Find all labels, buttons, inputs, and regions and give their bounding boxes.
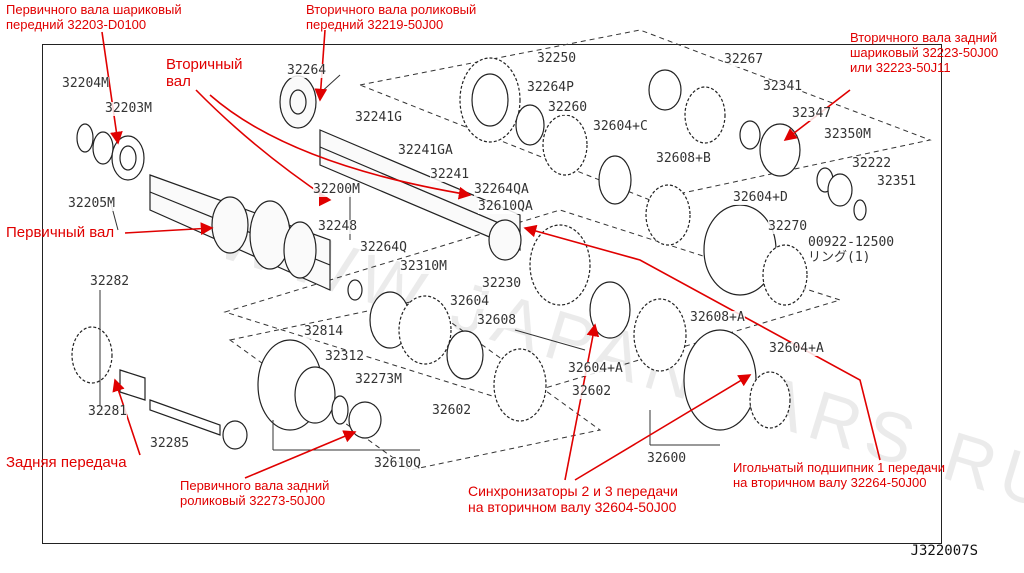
part-32282: 32282 <box>90 274 130 289</box>
part-32270: 32270 <box>768 219 808 234</box>
annotation-input-shaft: Первичный вал <box>6 224 115 241</box>
annotation-output-shaft: Вторичный вал <box>166 56 243 90</box>
part-32341: 32341 <box>763 79 803 94</box>
part-32250: 32250 <box>537 51 577 66</box>
diagram-border <box>42 44 942 544</box>
part-32608: 32608 <box>477 313 517 328</box>
part-32241: 32241 <box>430 167 470 182</box>
annotation-input-front-bearing: Первичного вала шариковый передний 32203… <box>6 2 182 32</box>
part-32610Q: 32610Q <box>374 456 421 471</box>
part-32312: 32312 <box>325 349 365 364</box>
part-32222: 32222 <box>852 156 892 171</box>
annotation-synchronizers: Синхронизаторы 2 и 3 передачи на вторичн… <box>468 483 678 515</box>
diagram-code: J322007S <box>910 543 978 559</box>
part-32248: 32248 <box>318 219 358 234</box>
part-32267: 32267 <box>724 52 764 67</box>
part-32610QA: 32610QA <box>478 199 533 214</box>
part-32203M: 32203M <box>105 101 152 116</box>
part-32273M: 32273M <box>355 372 402 387</box>
part-32608B: 32608+B <box>656 151 711 166</box>
part-32230: 32230 <box>482 276 522 291</box>
part-32602-right: 32602 <box>572 384 612 399</box>
part-32264QA: 32264QA <box>474 182 529 197</box>
part-32608A: 32608+A <box>690 310 745 325</box>
annotation-input-rear-bearing: Первичного вала задний роликовый 32273-5… <box>180 478 330 508</box>
part-32205M: 32205M <box>68 196 115 211</box>
annotation-output-rear-bearing: Вторичного вала задний шариковый 32223-5… <box>850 30 999 75</box>
part-32200M: 32200M <box>313 182 360 197</box>
part-00922-12500: 00922-12500 <box>808 235 895 250</box>
part-32604A-mid: 32604+A <box>568 361 623 376</box>
annotation-needle-bearing: Игольчатый подшипник 1 передачи на втори… <box>733 460 946 490</box>
part-32264P: 32264P <box>527 80 574 95</box>
part-32350M: 32350M <box>824 127 871 142</box>
annotation-output-front-bearing: Вторичного вала роликовый передний 32219… <box>306 2 477 32</box>
part-32604C: 32604+C <box>593 119 648 134</box>
part-32241G: 32241G <box>355 110 402 125</box>
part-32814: 32814 <box>304 324 344 339</box>
annotation-reverse-gear: Задняя передача <box>6 454 127 471</box>
part-32600: 32600 <box>647 451 687 466</box>
part-32260: 32260 <box>548 100 588 115</box>
part-32264: 32264 <box>287 63 327 78</box>
part-32602: 32602 <box>432 403 472 418</box>
input-shaft <box>149 174 331 291</box>
part-32351: 32351 <box>877 174 917 189</box>
part-32604A-right: 32604+A <box>769 341 824 356</box>
part-32264Q: 32264Q <box>360 240 407 255</box>
part-32604D: 32604+D <box>733 190 788 205</box>
part-32204M: 32204M <box>62 76 109 91</box>
part-32281: 32281 <box>88 404 128 419</box>
part-32310M: 32310M <box>400 259 447 274</box>
part-32285: 32285 <box>150 436 190 451</box>
part-32604: 32604 <box>450 294 490 309</box>
part-ring: リング(1) <box>808 250 871 265</box>
part-32347: 32347 <box>792 106 832 121</box>
part-32241GA: 32241GA <box>398 143 453 158</box>
